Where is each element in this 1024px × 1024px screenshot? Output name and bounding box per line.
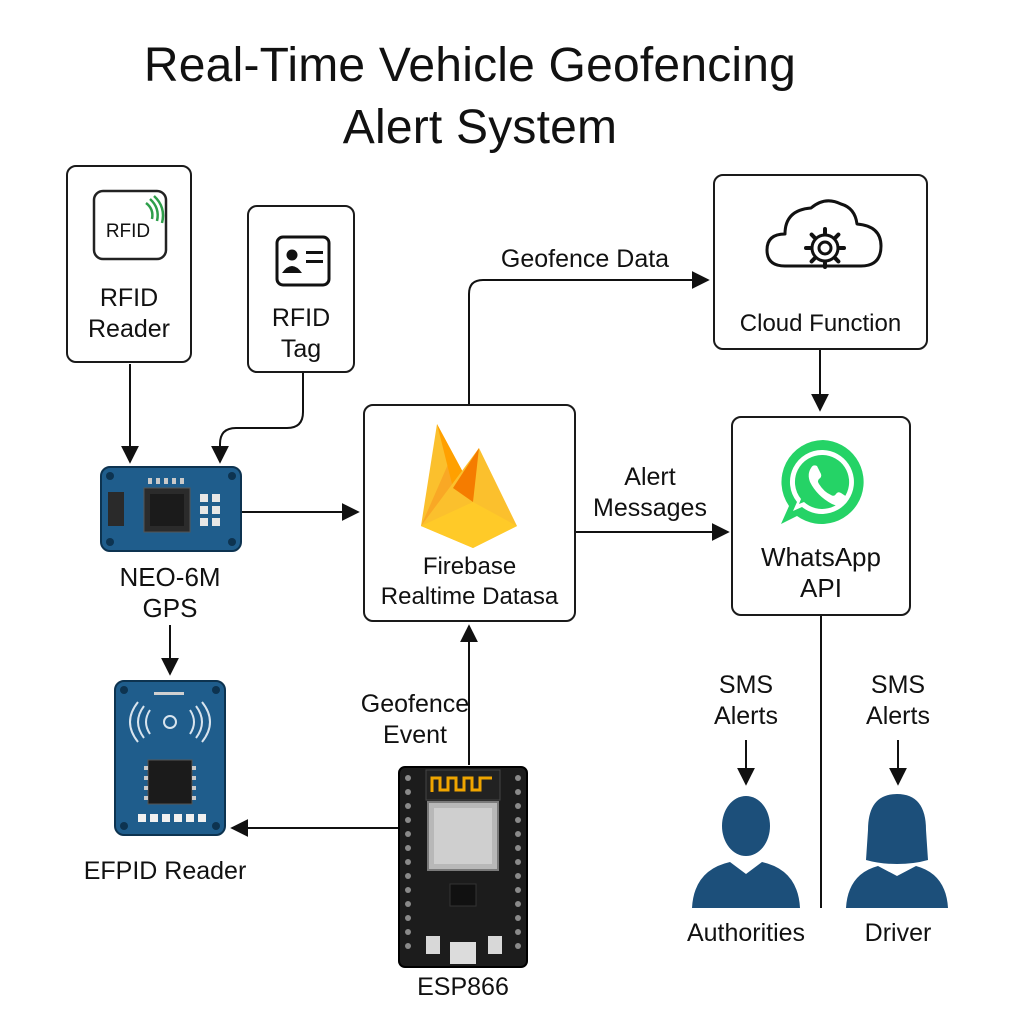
rfid-tag-label-line-2: Tag <box>280 335 322 363</box>
firebase-label-line-2: Realtime Datasa <box>380 583 559 610</box>
edge-label-sms-authorities-line-1: SMS <box>718 671 774 699</box>
driver-label: Driver <box>864 919 932 947</box>
gps-module-board <box>100 466 242 552</box>
rfid-reader-board <box>114 680 226 836</box>
edge-label-sms-driver-line-1: SMS <box>870 671 926 699</box>
gps-label-line-1: NEO-6M <box>119 562 221 592</box>
rfid-icon-text: RFID <box>106 221 150 242</box>
rfid-reader-label-line-1: RFID <box>99 284 159 312</box>
whatsapp-label-line-1: WhatsApp <box>761 542 881 572</box>
edge-label-alert-messages-line-2: Messages <box>593 494 707 522</box>
rfid-tag-label-line-1: RFID <box>271 304 331 332</box>
cloud-gear-icon <box>765 199 883 269</box>
edge-label-sms-driver-line-2: Alerts <box>866 702 930 730</box>
firebase-node: Firebase Realtime Datasa <box>363 404 576 622</box>
cloud-function-label: Cloud Function <box>739 310 902 337</box>
person-female-icon <box>846 794 948 908</box>
id-card-icon <box>275 235 331 287</box>
esp-label: ESP866 <box>417 973 509 1001</box>
firebase-label-line-1: Firebase <box>422 553 517 580</box>
authorities-label: Authorities <box>686 919 806 947</box>
firebase-flame-icon <box>421 424 517 548</box>
arrow-rfid-tag-to-gps <box>211 372 304 464</box>
rfid-reader-node: RFID RFID Reader <box>66 165 192 363</box>
edge-label-geofence-event-line-1: Geofence <box>360 690 470 718</box>
whatsapp-api-node: WhatsApp API <box>731 416 911 616</box>
edge-label-alert-messages-line-1: Alert <box>624 463 676 491</box>
efpid-reader-label: EFPID Reader <box>83 857 247 885</box>
rfid-tag-node: RFID Tag <box>247 205 355 373</box>
rfid-reader-label-line-2: Reader <box>88 315 170 343</box>
edge-label-geofence-data: Geofence Data <box>500 245 670 273</box>
cloud-function-node: Cloud Function <box>713 174 928 350</box>
person-icon <box>692 796 800 908</box>
rfid-card-icon: RFID <box>92 189 168 261</box>
arrow-firebase-to-cloud <box>468 271 710 404</box>
whatsapp-icon <box>781 440 864 524</box>
edge-label-geofence-event-line-2: Event <box>383 721 447 749</box>
gps-label-line-2: GPS <box>142 593 198 623</box>
diagram-title-line-1: Real-Time Vehicle Geofencing <box>143 39 797 92</box>
diagram-title-line-2: Alert System <box>342 101 618 154</box>
edge-label-sms-authorities-line-2: Alerts <box>714 702 778 730</box>
esp-board <box>398 766 528 968</box>
whatsapp-label-line-2: API <box>800 573 842 603</box>
